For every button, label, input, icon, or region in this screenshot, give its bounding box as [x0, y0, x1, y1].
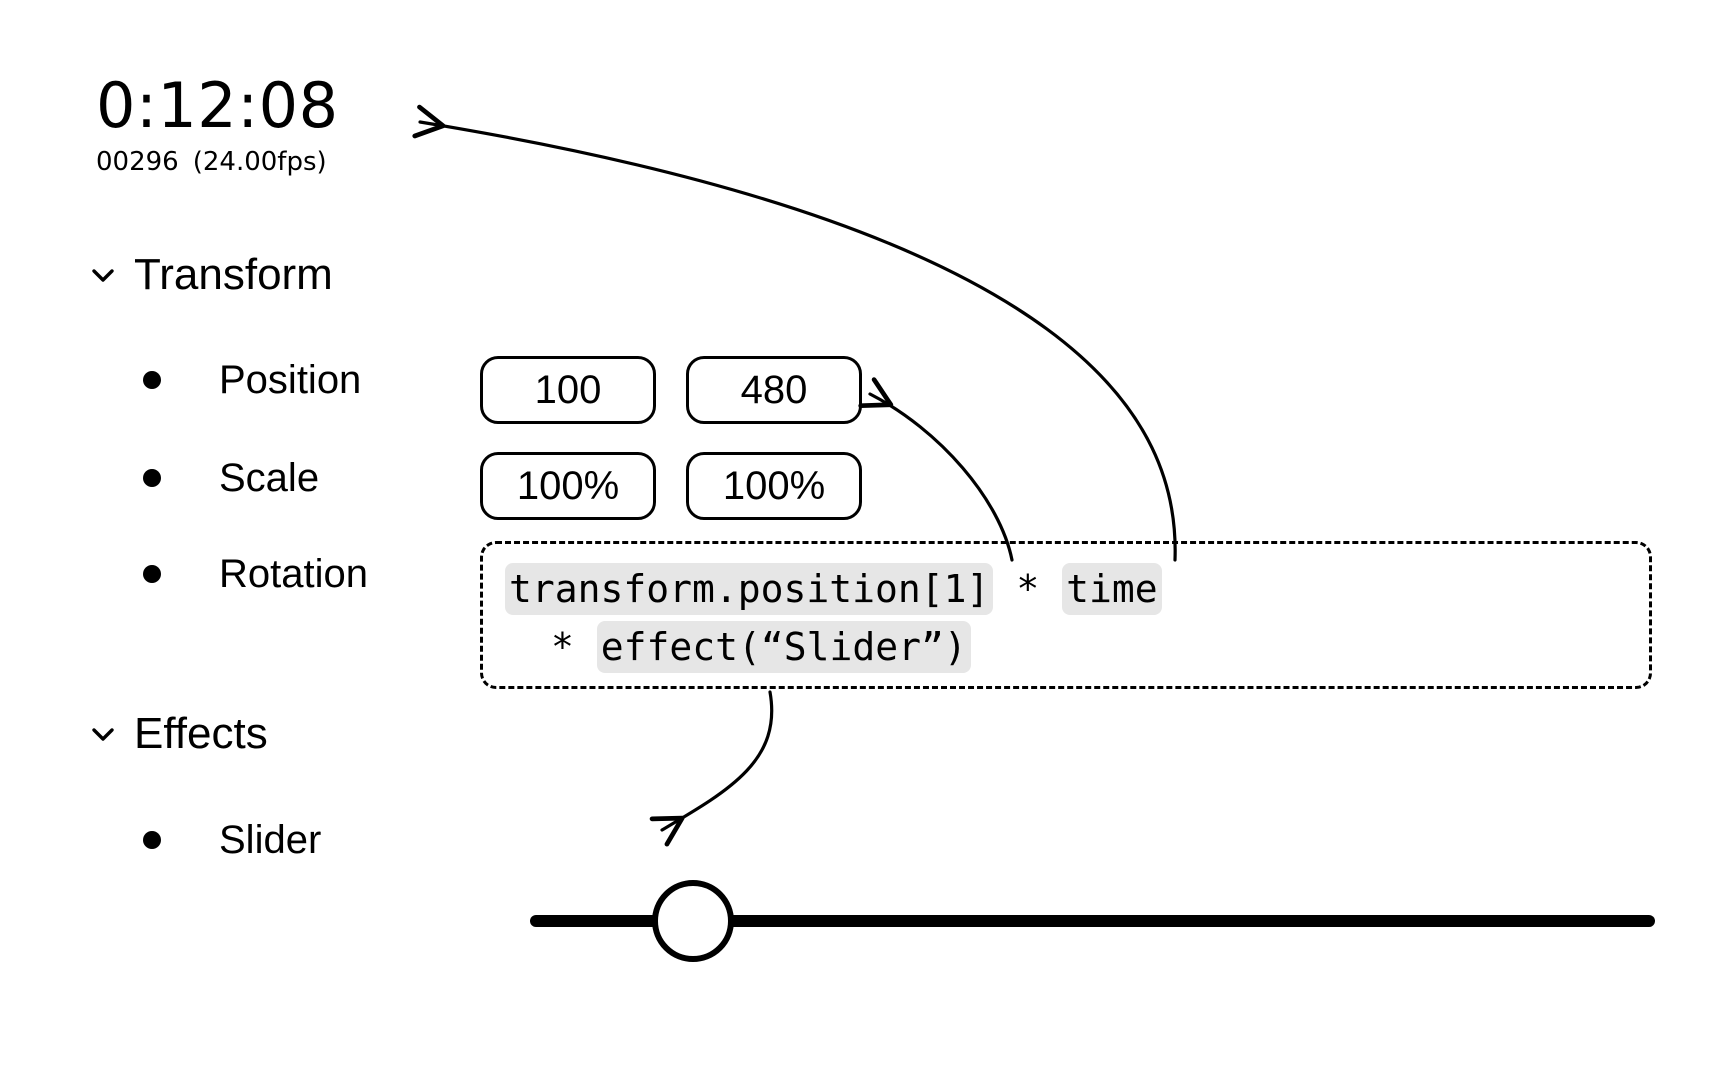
slider-handle[interactable]: [652, 880, 734, 962]
property-row-rotation[interactable]: Rotation: [143, 554, 368, 594]
property-label-position: Position: [219, 358, 362, 402]
expression-token-position[interactable]: transform.position[1]: [505, 563, 994, 615]
property-row-slider[interactable]: Slider: [143, 820, 321, 860]
expression-line-2: * effect(“Slider”): [505, 618, 1627, 676]
expression-token-effect-slider[interactable]: effect(“Slider”): [596, 621, 971, 673]
bullet-dot-icon: [143, 371, 161, 389]
framerate-label: (24.00fps): [192, 147, 327, 177]
group-label-transform: Transform: [134, 250, 333, 299]
expression-operator-multiply-1: *: [993, 567, 1063, 611]
bullet-dot-icon: [143, 469, 161, 487]
property-label-slider: Slider: [219, 818, 322, 862]
expression-line-1: transform.position[1] * time: [505, 560, 1627, 618]
position-x-pill[interactable]: 100: [480, 356, 656, 424]
group-header-effects[interactable]: Effects: [88, 712, 268, 756]
property-row-scale[interactable]: Scale: [143, 458, 319, 498]
slider-control[interactable]: [530, 880, 1655, 962]
scale-value-group: 100% 100%: [480, 452, 862, 520]
property-label-scale: Scale: [219, 456, 320, 500]
scale-x-pill[interactable]: 100%: [480, 452, 656, 520]
arrow-expression-to-position-y: [858, 377, 1014, 562]
group-label-effects: Effects: [134, 709, 268, 758]
property-label-rotation: Rotation: [219, 552, 368, 596]
position-value-group: 100 480: [480, 356, 862, 424]
bullet-dot-icon: [143, 831, 161, 849]
timecode-display[interactable]: 0:12:08: [96, 69, 339, 142]
chevron-down-icon[interactable]: [88, 260, 118, 290]
chevron-down-icon[interactable]: [88, 719, 118, 749]
slider-track[interactable]: [530, 915, 1655, 927]
expression-token-time[interactable]: time: [1062, 563, 1162, 615]
arrow-expression-to-slider: [649, 690, 774, 847]
timecode-subline: 00296 (24.00fps): [96, 149, 339, 175]
property-row-position[interactable]: Position: [143, 360, 361, 400]
group-header-transform[interactable]: Transform: [88, 253, 333, 297]
position-y-pill[interactable]: 480: [686, 356, 862, 424]
expression-editor[interactable]: transform.position[1] * time * effect(“S…: [480, 541, 1652, 689]
expression-operator-multiply-2: *: [551, 625, 597, 669]
scale-y-pill[interactable]: 100%: [686, 452, 862, 520]
timecode-block: 0:12:08 00296 (24.00fps): [96, 69, 339, 176]
bullet-dot-icon: [143, 565, 161, 583]
frame-number: 00296: [96, 147, 179, 177]
